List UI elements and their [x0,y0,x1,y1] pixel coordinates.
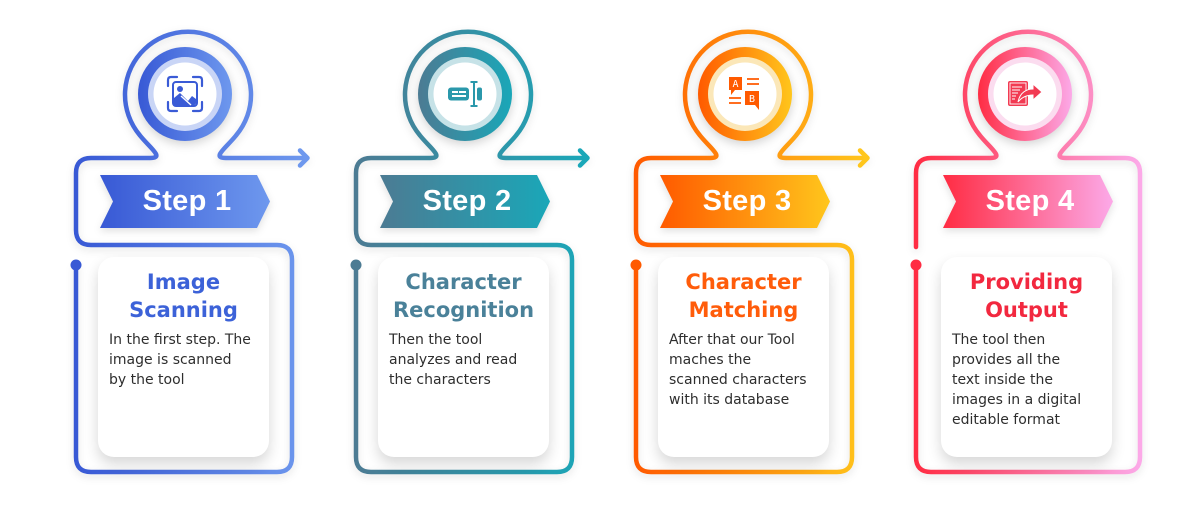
step-description-line: After that our Tool [669,332,795,348]
arrow-right-icon [297,148,310,168]
step-description-line: analyzes and read [389,352,518,368]
export-arrow [1017,82,1043,103]
connector-line [913,29,1143,475]
step-banner [100,175,270,228]
step-description-line: image is scanned [109,352,232,368]
step-title-line: Output [985,298,1068,322]
letter-a: A [732,79,738,90]
step-description: In the first step. The image is scanned by… [109,330,258,390]
step-title-line: Matching [688,298,799,322]
text-field-icon [448,81,482,107]
step-description-line: The tool then [952,332,1046,348]
step-title-line: Providing [969,270,1084,294]
step-banner [660,175,830,228]
step-description-line: Then the tool [389,332,483,348]
step-description-line: by the tool [109,372,185,388]
step-label: Step 4 [985,185,1075,217]
step-description: The tool then provides all the text inside… [952,330,1101,430]
step-description-line: In the first step. The [109,332,251,348]
letter-b: B [749,94,755,105]
connector-line [633,29,870,475]
step-description: Then the tool analyzes and read the charac… [389,330,538,390]
connector-dot [350,259,362,271]
step-label: Step 3 [702,185,792,217]
step-title-line: Scanning [129,298,238,322]
step-description-line: scanned characters [669,372,807,388]
document-export-icon [1008,81,1043,106]
arrow-right-icon [577,148,590,168]
step-description: After that our Tool maches the scanned cha… [669,330,818,410]
step-banner [943,175,1113,228]
step-description-line: the characters [389,372,491,388]
step-label: Step 2 [422,185,512,217]
bubble-b [745,91,759,105]
step-1-graphic [70,29,310,475]
step-3-graphic: A B [630,29,870,475]
text-cursor [470,81,478,107]
step-2-graphic [350,29,590,475]
icon-disc-center [153,62,217,126]
arrow-right-icon [857,148,870,168]
sun-shape [177,86,183,92]
connector-line [73,29,310,475]
step-title-line: Character [685,270,802,294]
connector-dot [910,259,922,271]
step-title-line: Recognition [392,298,535,322]
step-description-line: provides all the [952,352,1061,368]
step-description-line: maches the [669,352,752,368]
image-scan-icon [166,75,204,113]
connector-dot [630,259,642,271]
translate-ab-icon: A B [729,77,759,110]
step-title-line: Image [146,270,221,294]
step-4-graphic [910,29,1143,475]
step-title-line: Character [405,270,522,294]
step-banner [380,175,550,228]
field-box [448,87,469,101]
step-description-line: text inside the [952,372,1053,388]
connector-dot [70,259,82,271]
scan-corners [166,75,204,113]
connector-line [353,29,590,475]
step-label: Step 1 [142,185,232,217]
step-description-line: with its database [669,392,790,408]
step-description-line: images in a digital [952,392,1082,408]
step-description-line: editable format [952,412,1061,428]
bubble-a [729,77,742,90]
picture-frame [172,81,198,107]
